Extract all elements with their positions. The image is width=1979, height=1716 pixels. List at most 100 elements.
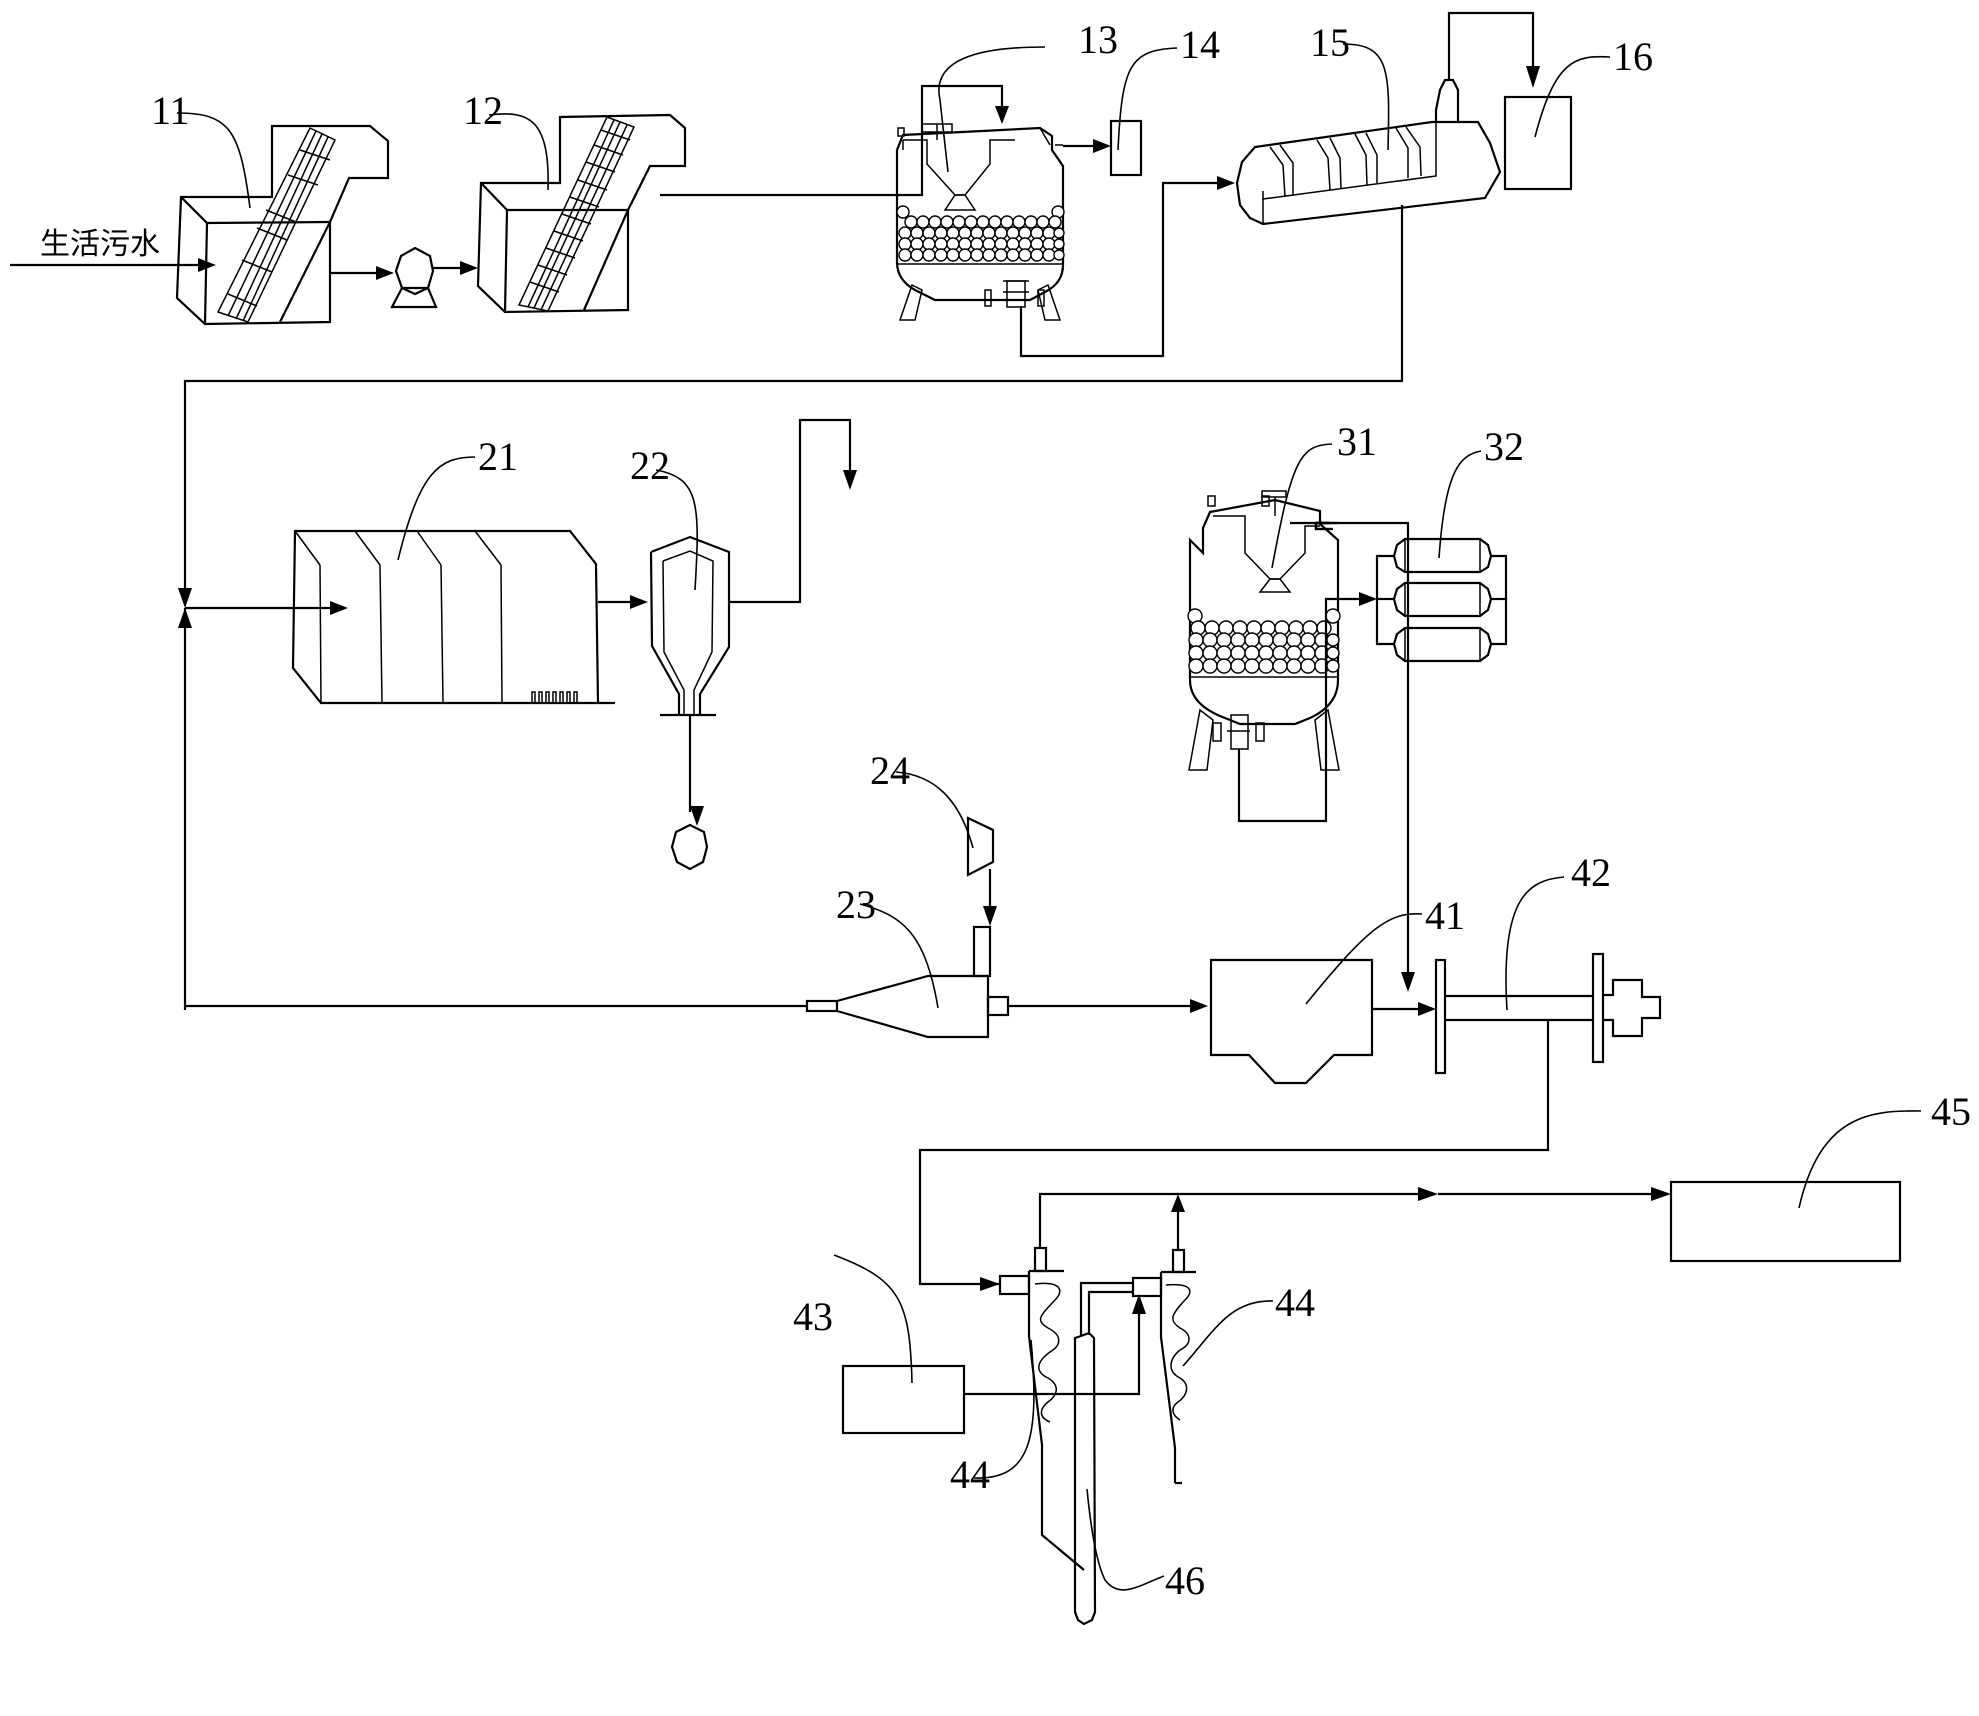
label-44a: 44 xyxy=(950,1452,990,1497)
leader-line-16 xyxy=(1534,55,1611,138)
leader-line-43 xyxy=(833,1254,913,1384)
arrow-icon xyxy=(1401,972,1415,992)
arrow-icon xyxy=(980,1277,1000,1291)
pipe-stub xyxy=(1314,523,1332,531)
flow-13-to-15 xyxy=(1019,181,1218,358)
leader-line-44b xyxy=(1182,1300,1274,1367)
flow-44a-to-45 xyxy=(1038,1192,1421,1248)
component-13-reactor[interactable]: 13 xyxy=(895,17,1118,321)
label-11: 11 xyxy=(151,88,190,133)
label-22: 22 xyxy=(630,443,670,488)
label-24: 24 xyxy=(870,748,910,793)
leader-line-22 xyxy=(655,469,698,591)
label-43: 43 xyxy=(793,1294,833,1339)
component-32-membrane-bank[interactable]: 32 xyxy=(1375,424,1524,663)
arrow-icon xyxy=(1418,1002,1436,1016)
leader-line-44a xyxy=(973,1339,1035,1479)
label-12: 12 xyxy=(463,88,503,133)
label-13: 13 xyxy=(1078,17,1118,62)
component-41-tank[interactable]: 41 xyxy=(1209,893,1465,1085)
component-11-bar-screen[interactable]: 11 xyxy=(151,88,390,326)
label-14: 14 xyxy=(1180,22,1220,67)
arrow-icon xyxy=(843,470,857,490)
label-23: 23 xyxy=(836,882,876,927)
leader-line-42 xyxy=(1505,876,1565,1011)
arrow-icon xyxy=(1526,66,1540,88)
label-44b: 44 xyxy=(1275,1280,1315,1325)
leader-line-32 xyxy=(1438,450,1482,559)
leader-line-12 xyxy=(488,113,549,191)
leader-line-23 xyxy=(859,903,939,1009)
component-24-pump[interactable]: 24 xyxy=(670,748,995,877)
component-21-tank[interactable]: 21 xyxy=(291,434,615,705)
arrow-icon xyxy=(376,266,394,280)
component-45-tank[interactable]: 45 xyxy=(1669,1089,1971,1263)
flow-22-to-31 xyxy=(729,418,852,604)
sewage-input: 生活污水 xyxy=(10,227,216,272)
membrane-module xyxy=(1392,626,1493,663)
arrow-icon xyxy=(630,595,648,609)
flow-43-to-44 xyxy=(964,1312,1141,1396)
component-44b-cyclone[interactable]: 44 xyxy=(1131,1248,1315,1485)
aerator-diffusers xyxy=(531,691,578,704)
pump-1[interactable] xyxy=(390,246,438,309)
leader-line-45 xyxy=(1798,1110,1922,1209)
sewage-input-label: 生活污水 xyxy=(40,227,160,262)
label-16: 16 xyxy=(1613,34,1653,79)
bar-screen-grid xyxy=(216,127,336,323)
flow-15-to-21 xyxy=(183,205,1404,590)
component-23-ejector[interactable]: 23 xyxy=(805,882,1010,1039)
label-31: 31 xyxy=(1337,419,1377,464)
label-46: 46 xyxy=(1165,1558,1205,1603)
component-22-hopper[interactable]: 22 xyxy=(630,443,731,717)
flow-31-to-32 xyxy=(1237,597,1361,823)
leader-line-41 xyxy=(1305,913,1423,1005)
pump-icon xyxy=(394,246,435,296)
leader-line-14 xyxy=(1117,47,1178,151)
arrow-icon xyxy=(1190,999,1208,1013)
leader-line-13 xyxy=(938,46,1046,173)
arrow-icon xyxy=(1359,592,1377,606)
component-31-reactor[interactable]: 31 xyxy=(1187,419,1377,771)
component-15-screw-conveyor[interactable]: 15 xyxy=(1235,20,1502,226)
label-32: 32 xyxy=(1484,424,1524,469)
arrow-icon xyxy=(995,106,1009,124)
leader-line-46 xyxy=(1086,1488,1165,1591)
component-42-manifold[interactable]: 42 xyxy=(1434,850,1662,1075)
arrow-icon xyxy=(460,261,478,275)
arrow-icon xyxy=(1132,1294,1146,1314)
label-41: 41 xyxy=(1425,893,1465,938)
valve-icon xyxy=(178,588,192,608)
label-15: 15 xyxy=(1310,20,1350,65)
bar-screen-grid xyxy=(517,116,636,312)
packing-media xyxy=(896,205,1065,265)
arrow-icon xyxy=(1651,1187,1671,1201)
leader-line-31 xyxy=(1271,443,1333,569)
component-16-tank[interactable]: 16 xyxy=(1503,34,1653,191)
arrow-icon xyxy=(1418,1187,1438,1201)
pump-icon xyxy=(670,823,709,871)
label-45: 45 xyxy=(1931,1089,1971,1134)
leader-line-11 xyxy=(176,112,251,209)
membrane-module xyxy=(1392,537,1493,574)
arrow-icon xyxy=(983,906,997,926)
flow-12-to-13 xyxy=(660,84,1004,197)
arrow-icon xyxy=(1217,176,1235,190)
leader-line-24 xyxy=(895,771,974,849)
packing-media xyxy=(1187,608,1341,678)
component-44a-cyclone[interactable]: 44 xyxy=(950,1246,1085,1571)
arrow-icon xyxy=(1171,1194,1185,1212)
leader-line-15 xyxy=(1342,43,1390,151)
flow-42-to-44 xyxy=(918,1020,1550,1286)
component-43-tank[interactable]: 43 xyxy=(793,1254,966,1435)
arrow-icon xyxy=(1093,139,1111,153)
flow-15-to-16 xyxy=(1447,11,1535,80)
component-14-tank[interactable]: 14 xyxy=(1109,22,1220,177)
component-12-bar-screen[interactable]: 12 xyxy=(463,88,687,314)
leader-line-21 xyxy=(397,456,476,561)
membrane-module xyxy=(1392,581,1493,618)
label-21: 21 xyxy=(478,434,518,479)
arrow-icon xyxy=(690,806,704,826)
component-46-column[interactable]: 46 xyxy=(1073,1281,1205,1626)
